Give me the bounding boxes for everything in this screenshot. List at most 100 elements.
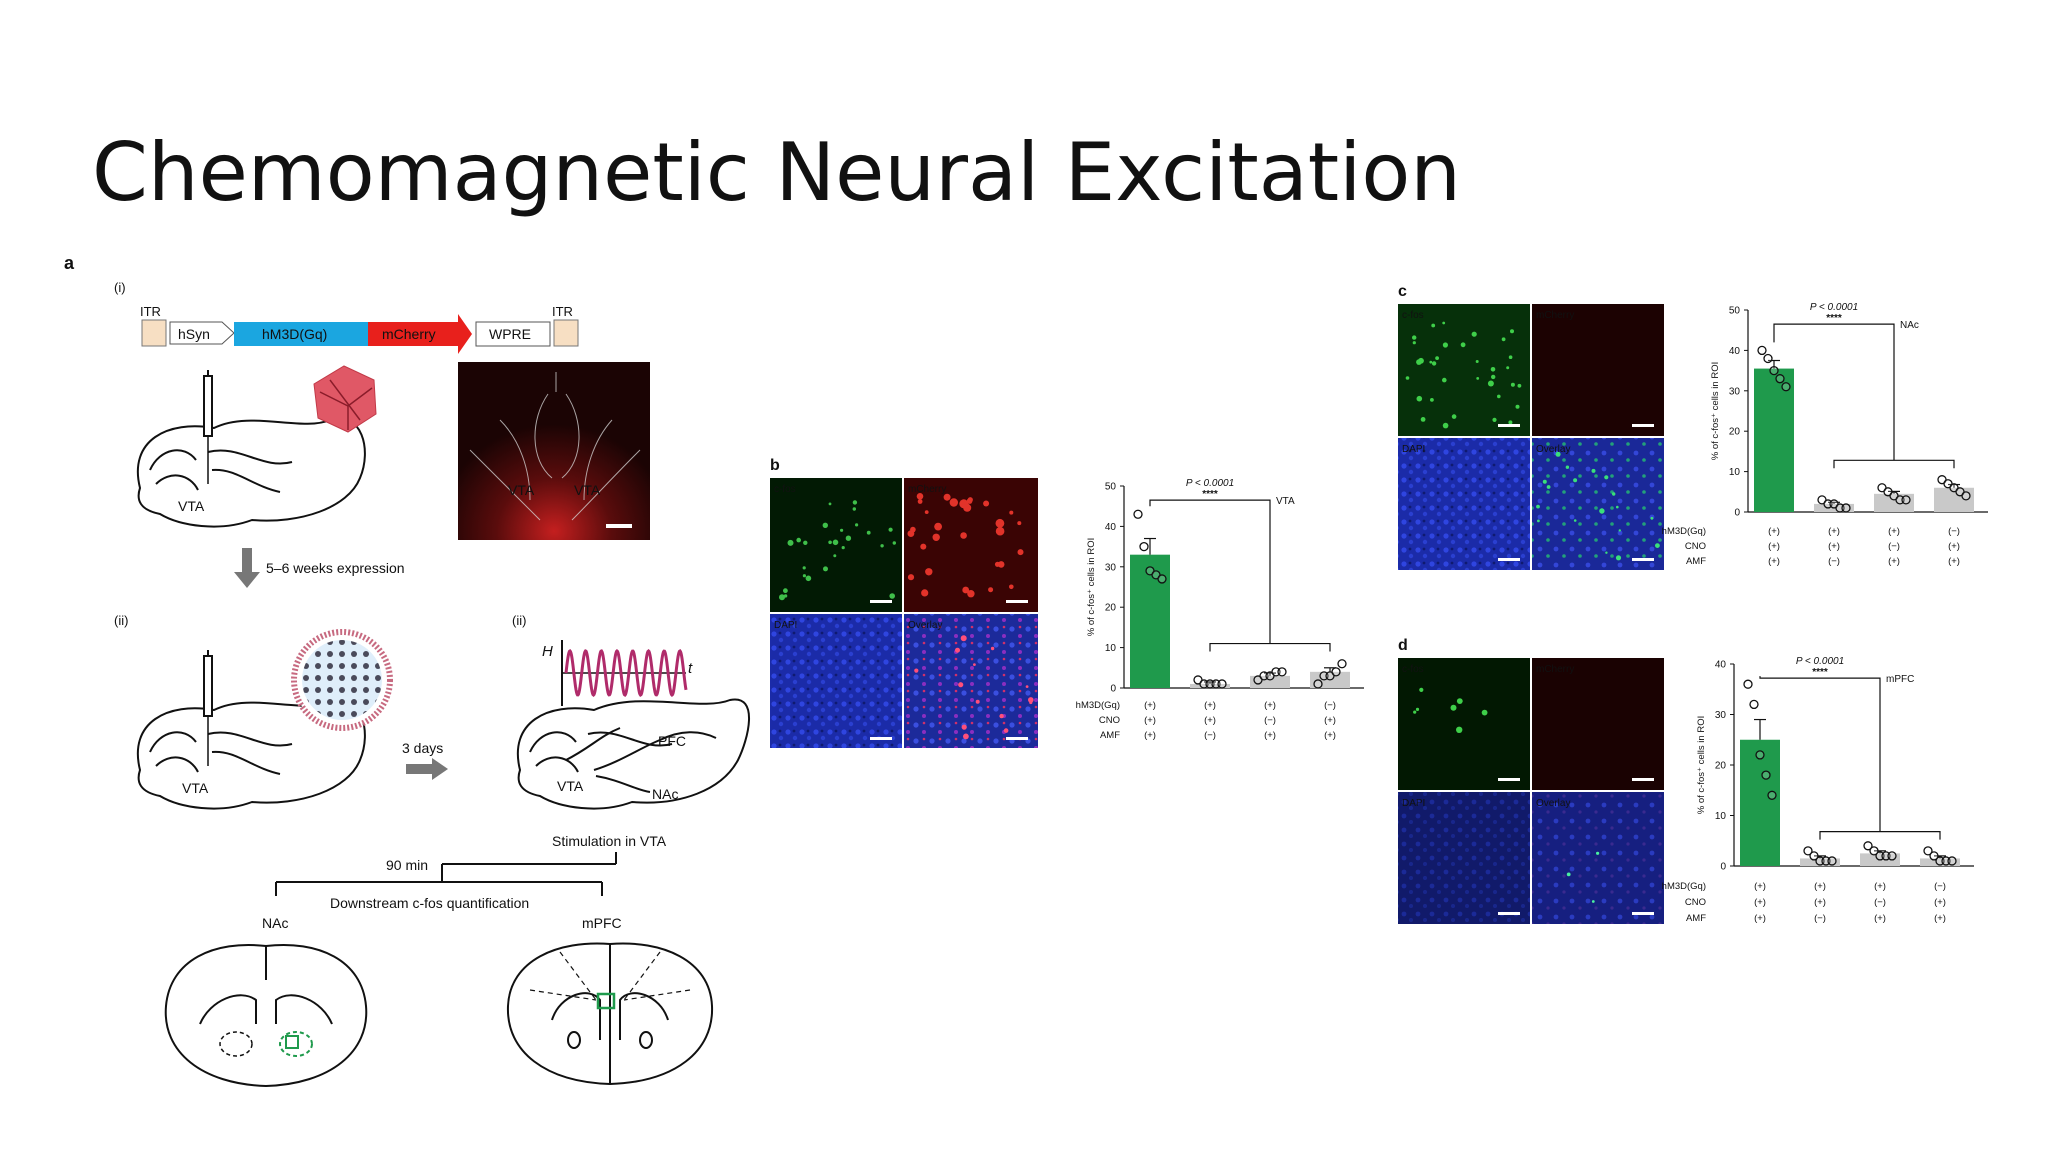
cell-dot: [963, 733, 969, 740]
condition-value: (+): [1828, 526, 1840, 537]
data-point: [1761, 770, 1771, 780]
condition-value: (+): [1204, 700, 1216, 711]
cell-dot: [1546, 485, 1551, 489]
bar: [1250, 675, 1290, 688]
comparison-bracket: [1209, 642, 1331, 652]
condition-value: (+): [1324, 715, 1336, 726]
brain-injection-1: [137, 370, 366, 528]
cell-dot: [1573, 478, 1578, 483]
c-label-dapi: DAPI: [1402, 444, 1425, 455]
days-label: 3 days: [402, 740, 443, 756]
bar: [1754, 368, 1794, 512]
c-cfos-image: [1398, 304, 1530, 436]
panel-d-images: [1398, 658, 1664, 924]
panel-c: c c-fos mCherry DAPI Overlay 01020304050…: [1398, 283, 1988, 570]
condition-value: (+): [1948, 556, 1960, 567]
comparison-bracket: [1819, 831, 1941, 840]
cell-dot: [961, 724, 967, 730]
data-point: [1841, 503, 1851, 513]
condition-value: (−): [1934, 881, 1946, 892]
p-value-label: P < 0.0001: [1810, 302, 1858, 313]
cell-dot: [1029, 700, 1033, 705]
b-label-cfos: c-fos: [774, 484, 796, 495]
panel-c-images: [1398, 304, 1664, 570]
brain-sagittal-outline: [137, 417, 366, 528]
cell-dot: [1591, 900, 1595, 903]
data-point: [1775, 374, 1785, 384]
cell-dot: [963, 503, 972, 512]
cell-dot: [999, 713, 1004, 719]
cell-dot: [949, 498, 958, 507]
right-arrow-icon: [406, 758, 448, 780]
data-point: [1277, 667, 1287, 677]
cell-dot: [973, 663, 976, 666]
b-dapi-image: [770, 614, 902, 748]
cell-dot: [1481, 709, 1488, 716]
data-point: [1887, 851, 1897, 861]
y-tick-label: 50: [1729, 306, 1741, 317]
brain-injection-2: [137, 650, 366, 810]
cell-dot: [1490, 367, 1496, 372]
y-tick-label: 0: [1720, 862, 1726, 873]
condition-row-label: AMF: [1686, 556, 1706, 567]
cell-dot: [1471, 331, 1477, 337]
y-tick-label: 50: [1105, 482, 1117, 493]
c-label-overlay: Overlay: [1536, 444, 1570, 455]
d-cfos-image: [1398, 658, 1530, 790]
brain-projection: [517, 698, 751, 810]
bar: [1800, 858, 1840, 866]
bar: [1130, 554, 1170, 688]
cell-dot: [1508, 355, 1513, 360]
condition-value: (−): [1948, 526, 1960, 537]
data-point: [1769, 365, 1779, 376]
cell-dot: [1009, 510, 1014, 515]
brain3-vta-label: VTA: [557, 778, 584, 794]
cell-dot: [988, 587, 994, 593]
cell-dot: [960, 635, 967, 642]
p-value-label: P < 0.0001: [1186, 478, 1234, 489]
b-label-mcherry: mCherry: [908, 484, 946, 495]
bar: [1190, 683, 1230, 688]
cell-dot: [1430, 398, 1434, 402]
y-tick-label: 0: [1110, 684, 1116, 695]
condition-value: (+): [1768, 541, 1780, 552]
construct-hsyn: hSyn: [178, 326, 210, 342]
d-overlay-image: [1532, 792, 1664, 924]
condition-value: (+): [1934, 897, 1946, 908]
significance-stars: ****: [1826, 313, 1842, 324]
cell-dot: [1429, 360, 1433, 364]
data-point: [1869, 846, 1879, 856]
cell-dot: [855, 523, 859, 527]
cell-dot: [1435, 356, 1439, 360]
cell-dot: [828, 540, 832, 545]
construct-wpre: WPRE: [489, 326, 531, 342]
data-point: [1901, 495, 1911, 505]
brain-cerebellum-folds: [149, 449, 293, 491]
y-tick-label: 10: [1105, 643, 1117, 654]
cell-dot: [1487, 380, 1494, 387]
condition-row-label: hM3D(Gq): [1662, 526, 1706, 537]
cell-dot: [990, 646, 995, 651]
y-tick-label: 20: [1715, 761, 1727, 772]
panel-a: a (i) ITR hSyn hM3D(Gq) mCherry WPRE ITR: [64, 253, 751, 1088]
y-tick-label: 10: [1715, 811, 1727, 822]
condition-value: (−): [1874, 897, 1886, 908]
cell-dot: [1017, 549, 1024, 556]
d-mcherry-image: [1532, 658, 1664, 790]
cell-dot: [1442, 342, 1448, 348]
condition-value: (+): [1144, 715, 1156, 726]
significance-stars: ****: [1202, 489, 1218, 500]
condition-value: (+): [1888, 556, 1900, 567]
cell-dot: [995, 518, 1005, 528]
brain3-pfc-label: PFC: [658, 733, 686, 749]
cell-dot: [916, 493, 924, 500]
condition-value: (+): [1768, 556, 1780, 567]
brain2-vta-label: VTA: [182, 780, 209, 796]
cell-dot: [962, 586, 970, 594]
condition-value: (+): [1768, 526, 1780, 537]
c-dapi-image: [1398, 438, 1530, 570]
d-label-dapi: DAPI: [1402, 798, 1425, 809]
cell-dot: [921, 589, 929, 597]
